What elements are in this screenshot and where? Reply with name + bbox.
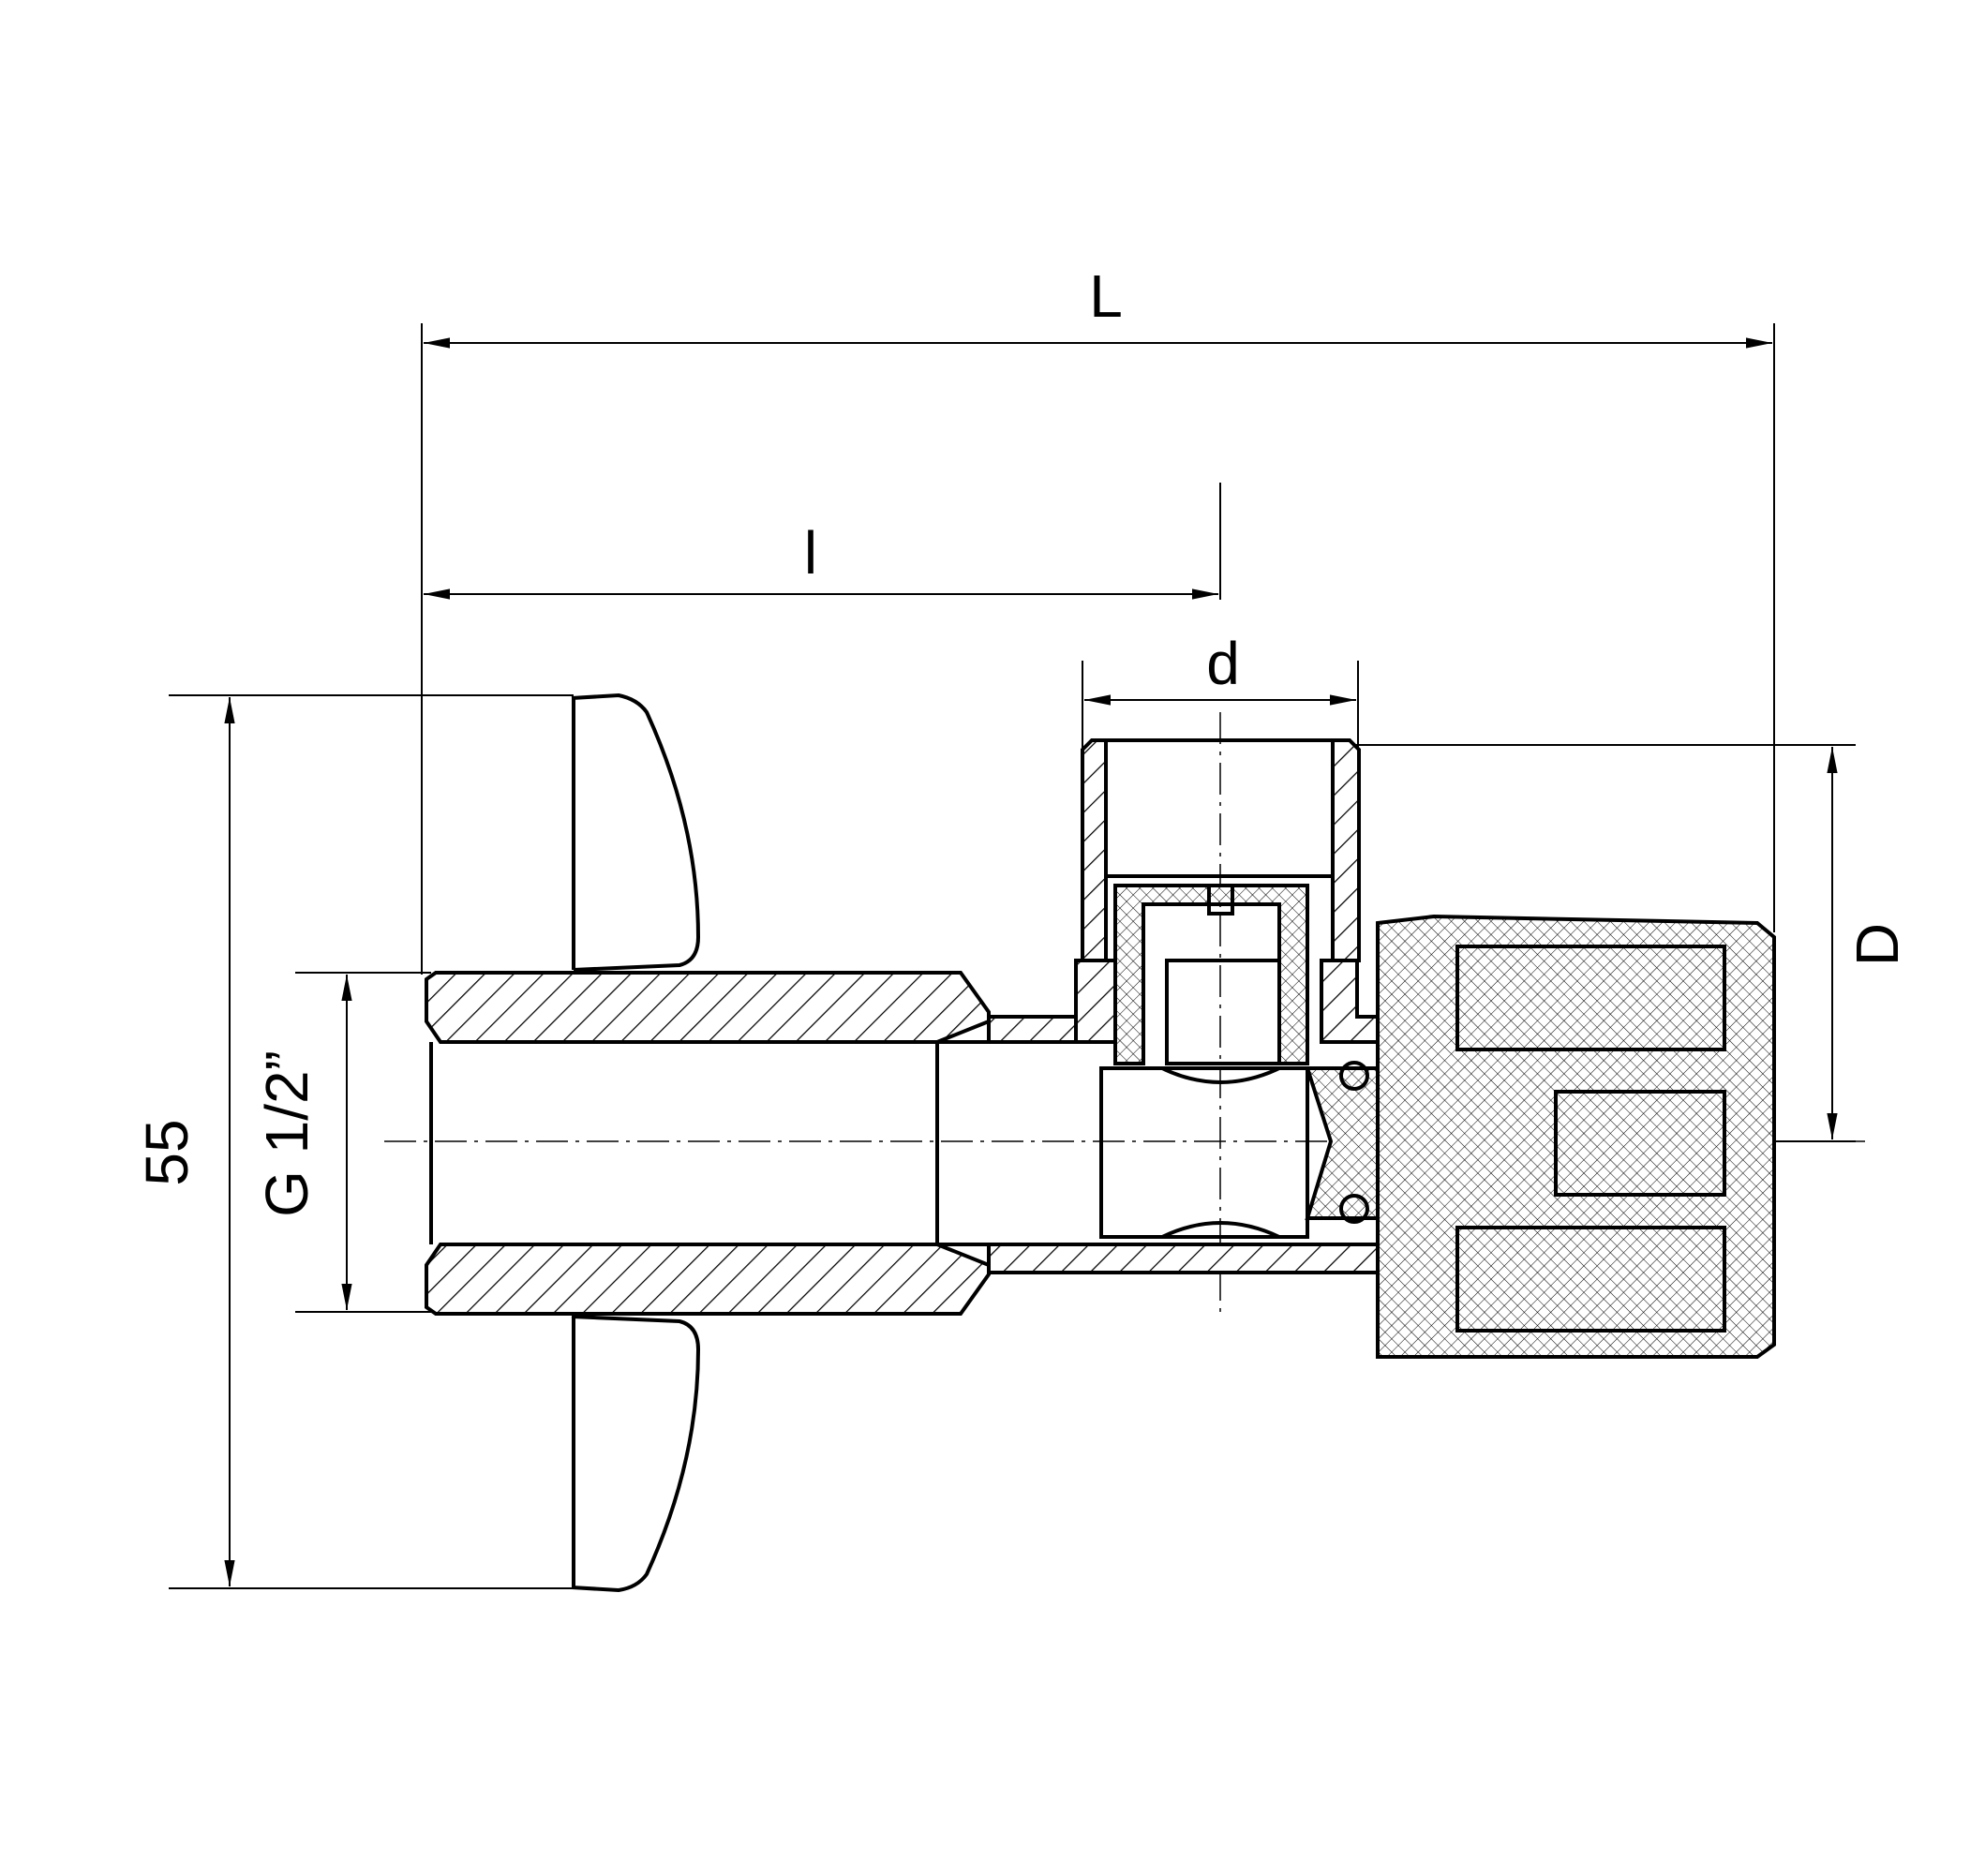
handle-body: [1376, 914, 1776, 1359]
handle-knob: [1376, 914, 1776, 1359]
label-D: D: [1843, 923, 1911, 966]
insert-sleeve: [1113, 884, 1309, 1065]
label-l: l: [804, 519, 817, 587]
body-neck-top: [987, 1015, 1078, 1044]
dimension-inlet-thread: G 1/2”: [253, 972, 431, 1313]
label-L: L: [1089, 262, 1123, 330]
dimension-flange-diameter: 55: [133, 694, 574, 1589]
ball-bottom-arc: [1161, 1221, 1280, 1239]
handle-slot-top: [1455, 945, 1726, 1051]
flow-insert: [1113, 884, 1309, 1065]
rosette-top-half: [571, 692, 701, 972]
outlet-wall-left: [1081, 738, 1108, 962]
dimension-overall-length: L: [421, 262, 1775, 975]
inlet-wall-top: [425, 971, 991, 1044]
inlet-wall-bottom: [425, 1243, 991, 1316]
valve-body: [937, 959, 1450, 1274]
outlet-wall-right: [1331, 738, 1361, 962]
handle-slot-bottom: [1455, 1226, 1726, 1333]
insert-slot: [1207, 886, 1234, 916]
insert-bore: [1165, 959, 1281, 1065]
label-55: 55: [133, 1119, 201, 1185]
chamber-outline: [1099, 1066, 1309, 1239]
dimension-center-length: l: [424, 483, 1221, 600]
rosette-bottom-half: [571, 1315, 701, 1593]
body-riser-left: [1074, 959, 1122, 1044]
handle-bore: [1554, 1090, 1726, 1197]
escutcheon-rosette: [571, 692, 701, 1593]
ball-top-arc: [1161, 1066, 1280, 1084]
o-ring-top-1: [1339, 1061, 1369, 1091]
label-d: d: [1206, 630, 1240, 697]
label-thread: G 1/2”: [253, 1050, 321, 1217]
o-ring-bottom-1: [1339, 1194, 1369, 1224]
dimension-outlet-height: D: [1340, 744, 1911, 1142]
outlet-spigot: [1081, 738, 1361, 962]
inlet-pipe: [425, 971, 991, 1316]
valve-chamber: [1099, 1066, 1309, 1239]
dimension-outlet-diameter: d: [1082, 630, 1359, 750]
